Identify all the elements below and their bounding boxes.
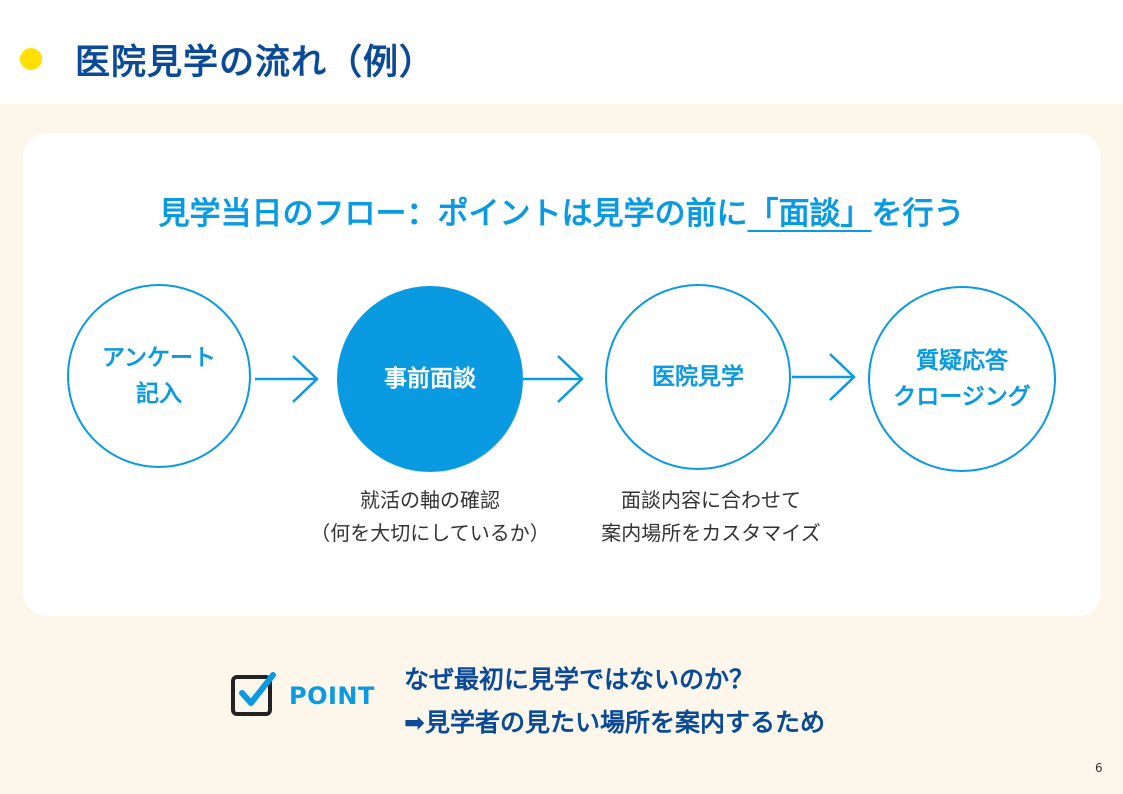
- step-label: 質疑応答 クロージング: [893, 348, 1031, 410]
- point-answer: ➡見学者の見たい場所を案内するため: [404, 708, 825, 737]
- checkbox-checked-icon: [231, 672, 276, 716]
- step-label: 事前面談: [384, 366, 476, 392]
- step-pre-interview: 事前面談: [337, 286, 523, 472]
- flow-title: 見学当日のフロー：ポイントは見学の前に「面談」を行う: [0, 188, 1123, 233]
- step-qa-closing: 質疑応答 クロージング: [868, 286, 1056, 472]
- flow-title-prefix: 見学当日のフロー：ポイントは見学の前に: [158, 196, 748, 232]
- page-title: 医院見学の流れ（例）: [75, 43, 436, 83]
- flow-title-suffix: を行う: [871, 196, 965, 232]
- note-clinic-tour: 面談内容に合わせて 案内場所をカスタマイズ: [601, 488, 821, 545]
- point-question: なぜ最初に見学ではないのか？: [404, 665, 755, 694]
- arrow-right-icon: [255, 355, 319, 403]
- step-clinic-tour: 医院見学: [605, 284, 791, 470]
- flow-title-highlight: 「面談」: [747, 196, 872, 232]
- step-label: 医院見学: [652, 364, 744, 390]
- point-label: POINT: [289, 682, 375, 710]
- arrow-right-icon: [792, 353, 856, 401]
- step-questionnaire: アンケート 記入: [67, 284, 251, 468]
- page-number: 6: [1095, 761, 1103, 775]
- header-bar: 医院見学の流れ（例）: [0, 0, 1123, 104]
- note-pre-interview: 就活の軸の確認 （何を大切にしているか）: [310, 488, 550, 545]
- step-label: アンケート 記入: [101, 345, 217, 407]
- arrow-right-icon: [522, 355, 584, 403]
- circle-bullet-icon: [20, 48, 42, 70]
